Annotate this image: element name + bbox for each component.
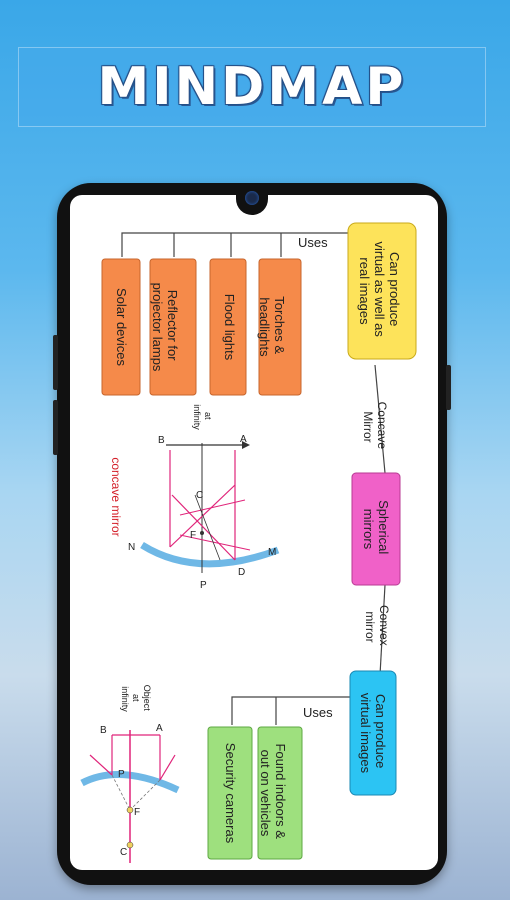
- center-node: Spherical mirrors: [351, 472, 401, 586]
- use-label-torches: Torches & headlights: [257, 296, 287, 357]
- at-infinity-label: at infinity: [192, 404, 213, 430]
- concave-property-line1: Can produce: [387, 252, 402, 326]
- convex-mirror-surface: [80, 771, 180, 794]
- ray: [111, 774, 131, 811]
- concave-property-box: Can produce virtual as well as real imag…: [347, 222, 417, 360]
- diagram-label: A: [156, 723, 163, 734]
- convex-link-line1: Convex: [377, 605, 391, 646]
- convex-ray-diagram: A B P F C Object at infinity: [80, 685, 180, 863]
- use-box-security: Security cameras: [207, 726, 253, 860]
- object-label-line1: Object: [142, 685, 152, 712]
- connector-line: [231, 696, 352, 725]
- convex-property-line1: Can produce: [373, 694, 388, 768]
- diagram-label: A: [240, 434, 247, 445]
- use-box-solar: Solar devices: [101, 258, 141, 396]
- use-label-torches-line2: headlights: [257, 297, 272, 357]
- center-node-label: Spherical mirrors: [361, 500, 391, 558]
- connector-line: [379, 584, 386, 676]
- use-box-torches: Torches & headlights: [257, 258, 302, 396]
- use-label-vehicles-line2: out on vehicles: [258, 750, 273, 837]
- ray: [89, 754, 113, 776]
- connector-line: [374, 364, 386, 474]
- title-banner: MINDMAP: [18, 47, 486, 127]
- use-box-reflector: Reflector for projector lamps: [149, 258, 197, 396]
- phone-screen: Torches & headlights Flood lights Reflec…: [70, 195, 438, 870]
- ray: [194, 494, 221, 561]
- phone-side-button: [53, 400, 58, 455]
- page-title: MINDMAP: [97, 57, 407, 117]
- diagram-label: P: [200, 580, 207, 591]
- concave-ray-diagram: A B C F P M N D at infinity concave mirr…: [109, 404, 280, 591]
- ray: [129, 779, 161, 811]
- concave-property-line3: real images: [357, 257, 372, 325]
- diagram-label: F: [134, 807, 140, 818]
- use-label-reflector-line1: Reflector for: [165, 290, 180, 361]
- convex-uses-label: Uses: [303, 705, 333, 720]
- diagram-label: B: [100, 725, 107, 736]
- convex-link-line2: mirror: [363, 611, 377, 642]
- connector-line: [121, 232, 348, 257]
- phone-power-button: [446, 365, 451, 410]
- center-node-line2: mirrors: [361, 509, 376, 550]
- use-label-solar: Solar devices: [114, 288, 129, 367]
- object-at-infinity-label: Object at infinity: [120, 685, 152, 714]
- use-label-torches-line1: Torches &: [272, 296, 287, 354]
- at-infinity-line2: infinity: [192, 404, 202, 430]
- camera-lens-icon: [245, 191, 259, 205]
- concave-link-label: Concave Mirror: [361, 402, 389, 453]
- concave-link-line1: Concave: [375, 402, 389, 450]
- concave-property-line2: virtual as well as: [372, 242, 387, 338]
- center-point: [126, 841, 134, 849]
- diagram-label: M: [268, 547, 276, 558]
- diagram-label: B: [158, 435, 165, 446]
- diagram-label: F: [190, 530, 196, 541]
- convex-property-box: Can produce virtual images: [349, 670, 397, 796]
- ray: [171, 494, 236, 561]
- use-label-reflector: Reflector for projector lamps: [150, 283, 180, 372]
- at-infinity-line1: at: [203, 412, 213, 420]
- use-label-vehicles-line1: Found indoors &: [273, 743, 288, 839]
- concave-uses-label: Uses: [298, 235, 328, 250]
- convex-property-label: Can produce virtual images: [358, 693, 388, 774]
- connectors: [121, 232, 386, 725]
- object-label-line2: at: [131, 694, 141, 702]
- mindmap-diagram: Torches & headlights Flood lights Reflec…: [80, 222, 417, 863]
- diagram-label: C: [196, 490, 203, 501]
- concave-link-line2: Mirror: [361, 411, 375, 442]
- ray: [179, 499, 246, 516]
- diagram-label: D: [238, 567, 245, 578]
- arrow-head: [242, 441, 250, 449]
- center-node-line1: Spherical: [376, 500, 391, 554]
- concave-uses-group: Torches & headlights Flood lights Reflec…: [101, 258, 302, 396]
- use-label-floodlights: Flood lights: [222, 294, 237, 361]
- use-label-reflector-line2: projector lamps: [150, 283, 165, 372]
- concave-mirror-surface: [140, 542, 280, 568]
- use-label-vehicles: Found indoors & out on vehicles: [258, 743, 288, 842]
- object-label-line3: infinity: [120, 686, 130, 712]
- phone-side-button: [53, 335, 58, 390]
- focus-point: [126, 806, 134, 814]
- convex-uses-group: Found indoors & out on vehicles Security…: [207, 726, 303, 860]
- ray: [179, 534, 251, 551]
- use-label-security: Security cameras: [223, 743, 238, 844]
- concave-mirror-caption: concave mirror: [109, 457, 123, 536]
- convex-link-label: Convex mirror: [363, 605, 391, 649]
- diagram-label: P: [118, 769, 125, 780]
- use-box-vehicles: Found indoors & out on vehicles: [257, 726, 303, 860]
- concave-property-label: Can produce virtual as well as real imag…: [357, 242, 402, 341]
- ray: [159, 754, 176, 781]
- focus-point: [200, 531, 204, 535]
- use-box-floodlights: Flood lights: [209, 258, 247, 396]
- diagram-label: C: [120, 847, 127, 858]
- diagram-label: N: [128, 542, 135, 553]
- ray: [169, 484, 236, 548]
- convex-property-line2: virtual images: [358, 693, 373, 774]
